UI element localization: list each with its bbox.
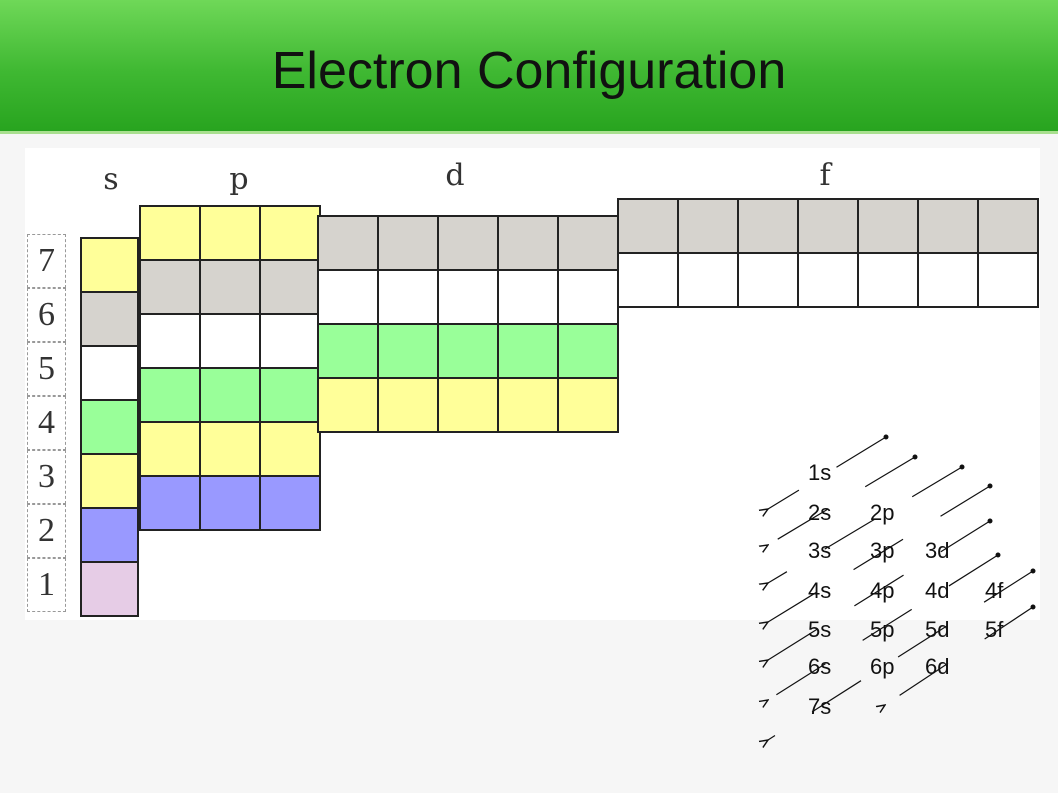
arrow-start-dot [959,464,965,470]
orbital-label: 5s [808,617,832,642]
aufbau-arrow [768,485,991,622]
arrow-start-dot [987,483,993,489]
aufbau-arrow [768,570,1034,740]
d-block-cell [497,215,559,271]
orbital-label: 4d [925,578,950,603]
arrow-start-dot [1030,604,1036,610]
period-number: 3 [27,450,66,504]
period-number: 7 [27,234,66,288]
orbital-label: 6d [925,654,950,679]
period-number: 6 [27,288,66,342]
aufbau-arrow [768,436,887,509]
p-block-cell [139,205,201,261]
f-block-cell [857,198,919,254]
orbital-label: 4s [808,578,832,603]
f-block-cell [977,252,1039,308]
s-block-label: s [103,162,119,197]
f-block-cell [977,198,1039,254]
orbital-label: 5f [985,617,1004,642]
f-block-label: f [819,158,831,193]
p-block-cell [139,259,201,315]
title-bar [0,0,1058,134]
arrow-start-dot [1030,568,1036,574]
period-number: 5 [27,342,66,396]
s-block-cell [80,507,139,563]
d-block-cell [317,323,379,379]
aufbau-arrow [768,520,991,660]
aufbau-arrow [885,606,1034,705]
orbital-label: 3s [808,538,832,563]
aufbau-arrow [768,554,999,700]
orbital-label: 5p [870,617,895,642]
aufbau-arrow [768,466,963,583]
orbital-label: 2s [808,500,832,525]
p-block-cell [199,205,261,261]
period-number: 1 [27,558,66,612]
arrow-start-dot [912,454,918,460]
aufbau-arrow [768,456,916,545]
f-block-cell [797,252,859,308]
s-block-cell [80,453,139,509]
orbital-label: 3d [925,538,950,563]
p-block-cell [199,475,261,531]
d-block-cell [377,215,439,271]
period-number: 2 [27,504,66,558]
p-block-cell [199,421,261,477]
arrow-start-dot [995,552,1001,558]
d-block-cell [437,323,499,379]
arrow-start-dot [987,518,993,524]
orbital-label: 7s [808,694,832,719]
d-block-cell [557,377,619,433]
orbital-label: 6s [808,654,832,679]
s-block-cell [80,561,139,617]
s-block-cell [80,237,139,293]
period-number: 4 [27,396,66,450]
orbital-label: 1s [808,460,832,485]
orbital-label: 6p [870,654,895,679]
orbital-label: 5d [925,617,950,642]
arrow-start-dot [883,434,889,440]
p-block-label: p [229,162,249,197]
d-block-label: d [445,158,465,193]
orbital-label: 4p [870,578,895,603]
orbital-label: 3p [870,538,895,563]
orbital-label: 2p [870,500,895,525]
d-block-cell [437,269,499,325]
slide-title: Electron Configuration [271,42,787,100]
s-block-cell [80,345,139,401]
orbital-label: 4f [985,578,1004,603]
s-block-cell [80,399,139,455]
d-block-cell [437,215,499,271]
p-block-cell [259,475,321,531]
d-block-cell [437,377,499,433]
